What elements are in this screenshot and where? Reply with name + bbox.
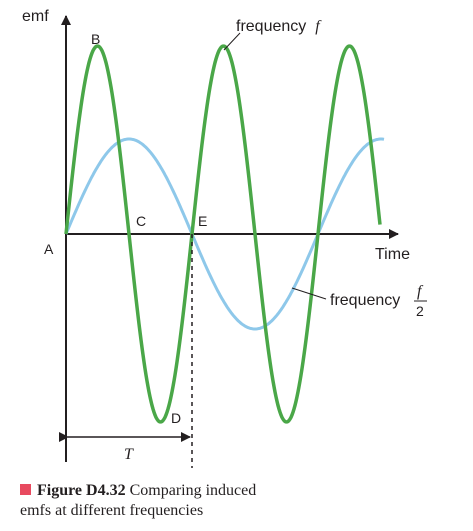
label-frequency-f: frequency f (236, 18, 322, 35)
label-frequency-f-symbol: f (315, 18, 322, 35)
caption-marker-square (20, 484, 31, 495)
point-label-b: B (91, 31, 100, 47)
period-label: T (124, 446, 134, 463)
point-label-a: A (44, 241, 54, 257)
caption-text-line2: emfs at different frequencies (20, 502, 204, 519)
point-label-d: D (171, 410, 181, 426)
x-axis-label: Time (375, 246, 410, 263)
figure-caption: Figure D4.32 Comparing induced emfs at d… (20, 481, 460, 521)
emf-frequency-diagram: emf Time T A B C D E frequency f frequen… (22, 8, 427, 468)
y-axis-label: emf (22, 8, 49, 25)
caption-text-line1: Comparing induced (125, 482, 257, 499)
label-frequency-half-numerator: f (417, 283, 424, 300)
point-label-e: E (198, 213, 207, 229)
label-pointer-low (291, 287, 327, 300)
curve-frequency-f (64, 44, 382, 424)
label-frequency-half-denominator: 2 (416, 303, 424, 319)
caption-figure-number: Figure D4.32 (37, 482, 126, 499)
label-frequency-f-text: frequency (236, 18, 306, 35)
label-pointer-high (223, 32, 241, 51)
label-frequency-half-text: frequency (330, 292, 400, 309)
point-label-c: C (136, 213, 146, 229)
